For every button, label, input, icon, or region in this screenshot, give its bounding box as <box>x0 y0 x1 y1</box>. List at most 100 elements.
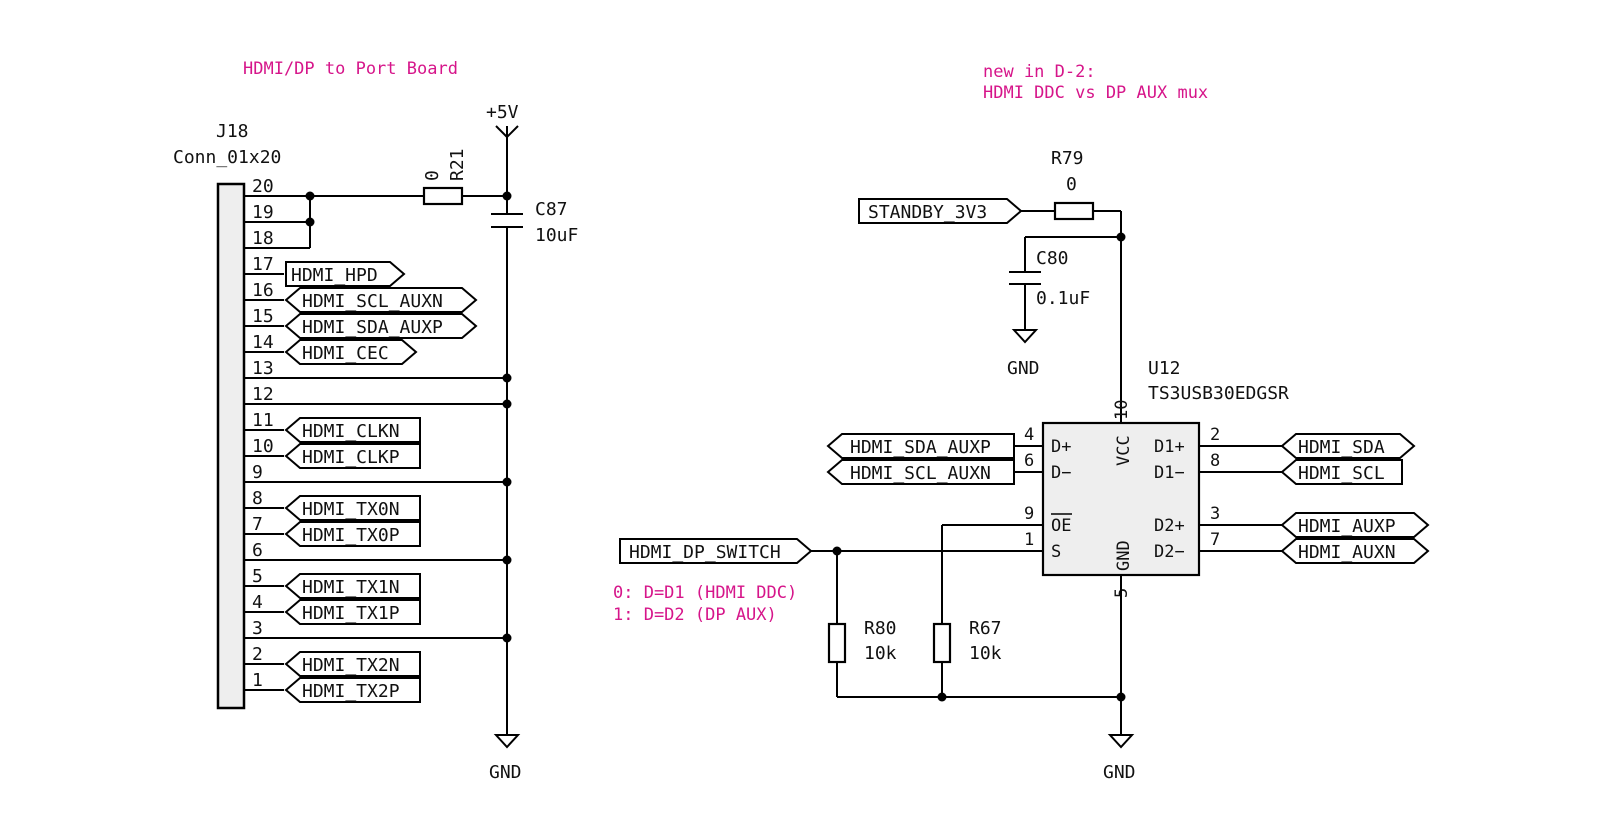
gnd-symbol-right <box>1107 734 1135 749</box>
c87-ref: C87 <box>535 199 568 220</box>
r67-body <box>932 622 952 664</box>
connector-label-pin-2: HDMI_TX2N <box>284 651 421 677</box>
u12-value: TS3USB30EDGSR <box>1148 383 1289 404</box>
u12-body <box>1041 421 1201 577</box>
u12-ref: U12 <box>1148 358 1181 379</box>
connector-pin-12-number: 12 <box>252 384 274 405</box>
u12-pin-vcc: VCC <box>1114 435 1134 466</box>
junction-gnd-pin-13 <box>502 373 512 383</box>
r21-ref: R21 <box>447 148 468 181</box>
u12-pin-num-oe: 9 <box>1024 504 1034 524</box>
u12-pin-s: S <box>1051 542 1061 562</box>
r79-body <box>1053 201 1095 221</box>
junction-c80-vcc <box>1116 232 1126 242</box>
svg-text:STANDBY_3V3: STANDBY_3V3 <box>868 202 987 223</box>
connector-pin-14-number: 14 <box>252 332 274 353</box>
net-label-standby: STANDBY_3V3 <box>858 198 1023 224</box>
connector-label-pin-5: HDMI_TX1N <box>284 573 421 599</box>
connector-label-pin-8: HDMI_TX0N <box>284 495 421 521</box>
svg-text:HDMI_SCL: HDMI_SCL <box>1298 463 1385 484</box>
c80-value: 0.1uF <box>1036 288 1090 309</box>
u12-pin-oe: OE <box>1051 516 1071 536</box>
u12-pin-d1minus: D1− <box>1154 463 1185 483</box>
connector-pin-19-number: 19 <box>252 202 274 223</box>
junction-p19 <box>305 217 315 227</box>
plus5v-symbol-left <box>495 125 508 138</box>
gnd-label-left: GND <box>489 762 522 783</box>
svg-text:HDMI_CLKP: HDMI_CLKP <box>302 447 400 468</box>
plus5v-label: +5V <box>486 102 519 123</box>
junction-gnd-pin-3 <box>502 633 512 643</box>
connector-pin-17-number: 17 <box>252 254 274 275</box>
svg-text:HDMI_SDA_AUXP: HDMI_SDA_AUXP <box>850 437 991 458</box>
r80-value: 10k <box>864 643 897 664</box>
svg-text:HDMI_SDA: HDMI_SDA <box>1298 437 1385 458</box>
gnd-symbol-c80 <box>1011 329 1039 344</box>
r79-value: 0 <box>1066 174 1077 195</box>
connector-pin-7-number: 7 <box>252 514 263 535</box>
revision-note-line2: HDMI DDC vs DP AUX mux <box>983 83 1208 103</box>
svg-text:HDMI_TX2N: HDMI_TX2N <box>302 655 400 676</box>
net-label-sda-auxp: HDMI_SDA_AUXP <box>826 433 1015 459</box>
net-label-scl-auxn: HDMI_SCL_AUXN <box>826 459 1015 485</box>
c87-value: 10uF <box>535 225 578 246</box>
svg-text:HDMI_TX1P: HDMI_TX1P <box>302 603 400 624</box>
svg-text:HDMI_DP_SWITCH: HDMI_DP_SWITCH <box>629 542 781 563</box>
r21-body <box>422 186 464 206</box>
u12-pin-dplus: D+ <box>1051 437 1071 457</box>
r80-ref: R80 <box>864 618 897 639</box>
junction-plus5v <box>502 191 512 201</box>
connector-pin-13-number: 13 <box>252 358 274 379</box>
u12-pin-num-d1plus: 2 <box>1210 425 1220 445</box>
connector-ref: J18 <box>216 121 249 142</box>
net-label-hdmi-sda: HDMI_SDA <box>1280 433 1416 459</box>
u12-pin-num-d1minus: 8 <box>1210 451 1220 471</box>
switch-note-line2: 1: D=D2 (DP AUX) <box>613 605 777 625</box>
net-label-dp-switch: HDMI_DP_SWITCH <box>619 538 813 564</box>
svg-text:HDMI_CLKN: HDMI_CLKN <box>302 421 400 442</box>
connector-pin-8-number: 8 <box>252 488 263 509</box>
gnd-label-c80: GND <box>1007 358 1040 379</box>
r67-value: 10k <box>969 643 1002 664</box>
connector-pin-15-number: 15 <box>252 306 274 327</box>
u12-pin-gnd: GND <box>1114 540 1134 571</box>
junction-gnd-pin-12 <box>502 399 512 409</box>
connector-label-pin-7: HDMI_TX0P <box>284 521 421 547</box>
svg-text:HDMI_TX0P: HDMI_TX0P <box>302 525 400 546</box>
connector-value: Conn_01x20 <box>173 147 281 168</box>
u12-pin-num-vcc: 10 <box>1112 400 1132 420</box>
svg-text:HDMI_CEC: HDMI_CEC <box>302 343 389 364</box>
u12-pin-num-s: 1 <box>1024 530 1034 550</box>
junction-p20 <box>305 191 315 201</box>
connector-label-pin-16: HDMI_SCL_AUXN <box>284 287 478 313</box>
u12-pin-d1plus: D1+ <box>1154 437 1185 457</box>
junction-gnd-pin-6 <box>502 555 512 565</box>
svg-text:HDMI_TX0N: HDMI_TX0N <box>302 499 400 520</box>
u12-pin-d2minus: D2− <box>1154 542 1185 562</box>
gnd-symbol-left <box>493 734 521 749</box>
net-label-hdmi-auxn: HDMI_AUXN <box>1280 538 1430 564</box>
connector-pin-1-number: 1 <box>252 670 263 691</box>
revision-note-line1: new in D-2: <box>983 62 1096 82</box>
connector-pin-3-number: 3 <box>252 618 263 639</box>
c80-ref: C80 <box>1036 248 1069 269</box>
connector-pin-16-number: 16 <box>252 280 274 301</box>
connector-pin-6-number: 6 <box>252 540 263 561</box>
svg-text:HDMI_HPD: HDMI_HPD <box>291 265 378 286</box>
svg-text:HDMI_TX2P: HDMI_TX2P <box>302 681 400 702</box>
r79-ref: R79 <box>1051 148 1084 169</box>
connector-body <box>216 182 246 710</box>
board-title-note: HDMI/DP to Port Board <box>243 59 458 79</box>
u12-pin-num-dminus: 6 <box>1024 451 1034 471</box>
r67-ref: R67 <box>969 618 1002 639</box>
connector-pin-11-number: 11 <box>252 410 274 431</box>
connector-label-pin-11: HDMI_CLKN <box>284 417 421 443</box>
connector-label-pin-15: HDMI_SDA_AUXP <box>284 313 478 339</box>
u12-pin-num-dplus: 4 <box>1024 425 1034 445</box>
svg-text:HDMI_SCL_AUXN: HDMI_SCL_AUXN <box>850 463 991 484</box>
switch-note-line1: 0: D=D1 (HDMI DDC) <box>613 583 797 603</box>
connector-label-pin-17: HDMI_HPD <box>285 261 406 287</box>
